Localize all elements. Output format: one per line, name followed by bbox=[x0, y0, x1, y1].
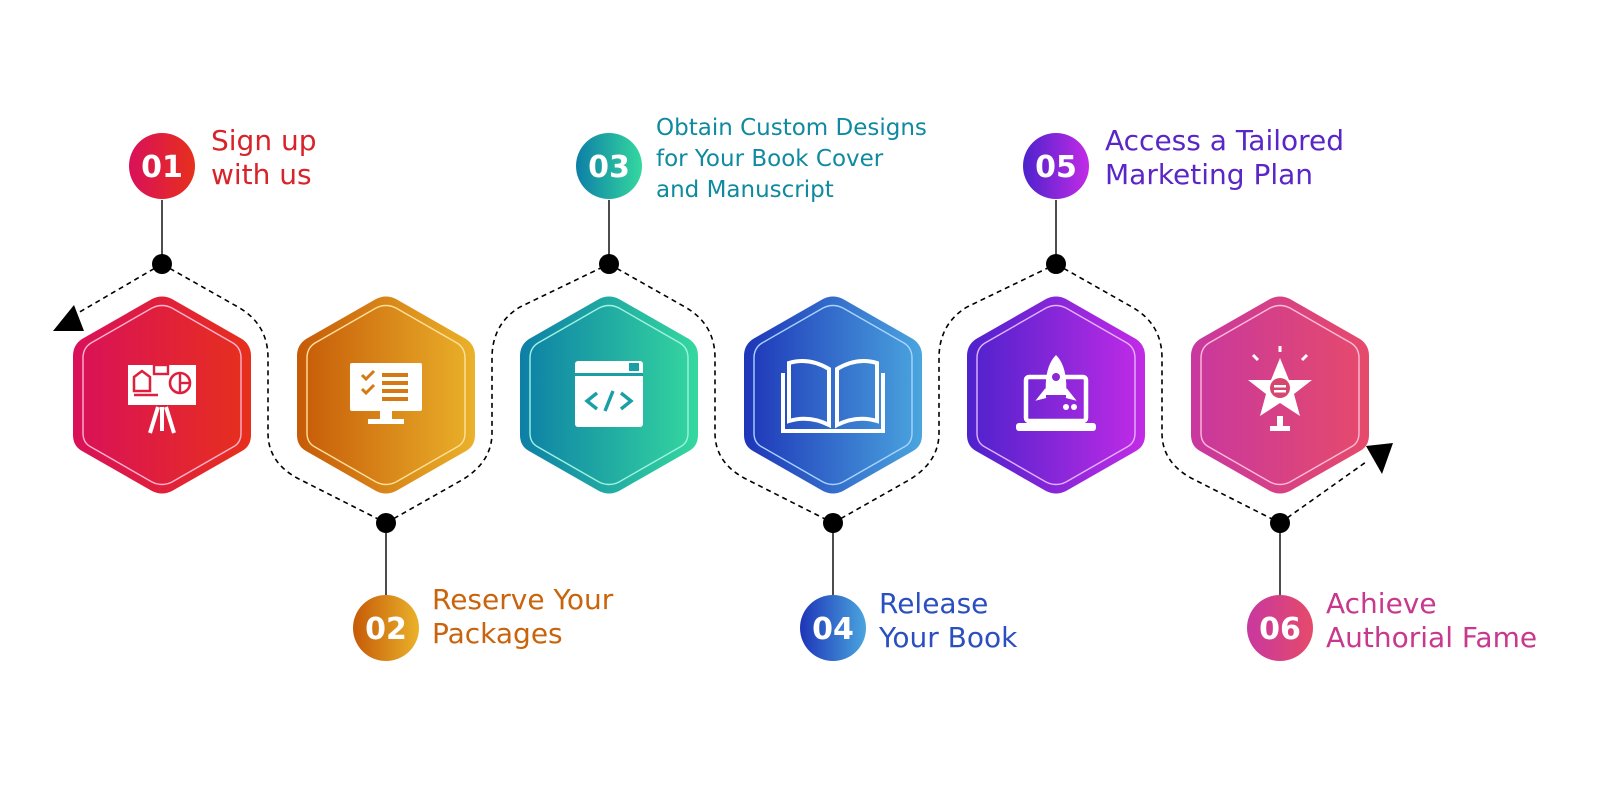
step-number: 01 bbox=[141, 150, 183, 185]
step-02-label: Reserve Your Packages bbox=[432, 583, 613, 650]
junction-dot bbox=[1046, 254, 1066, 274]
step-number: 05 bbox=[1035, 150, 1077, 185]
presentation-board-icon bbox=[128, 363, 196, 434]
dashed-connector-path bbox=[77, 263, 1367, 524]
step-badge-05: 05 bbox=[1023, 133, 1089, 199]
junction-dots bbox=[152, 254, 1290, 533]
step-number: 03 bbox=[588, 150, 630, 185]
label-line: Marketing Plan bbox=[1105, 157, 1314, 191]
step-04-label: Release Your Book bbox=[879, 587, 1017, 654]
junction-dot bbox=[1270, 513, 1290, 533]
code-window-icon bbox=[575, 361, 643, 427]
step-hexagon-04 bbox=[744, 296, 922, 494]
step-badge-03: 03 bbox=[576, 133, 642, 199]
label-line: with us bbox=[211, 157, 312, 191]
monitor-checklist-icon bbox=[350, 363, 422, 424]
step-06-label: Achieve Authorial Fame bbox=[1326, 587, 1537, 654]
end-arrow-icon bbox=[1366, 443, 1393, 474]
label-line: Achieve bbox=[1326, 587, 1437, 620]
laptop-rocket-icon bbox=[1016, 355, 1096, 431]
label-line: Sign up bbox=[211, 124, 317, 157]
step-number: 02 bbox=[365, 612, 407, 647]
label-line: Release bbox=[879, 587, 989, 620]
open-book-icon bbox=[781, 359, 885, 433]
connector-stems bbox=[161, 200, 1281, 595]
step-03-label: Obtain Custom Designs for Your Book Cove… bbox=[656, 113, 927, 205]
junction-dot bbox=[823, 513, 843, 533]
label-line: for Your Book Cover bbox=[656, 145, 884, 172]
junction-dot bbox=[599, 254, 619, 274]
star-award-icon bbox=[1248, 346, 1312, 431]
step-badge-02: 02 bbox=[353, 595, 419, 661]
step-05-label: Access a Tailored Marketing Plan bbox=[1105, 124, 1344, 191]
step-01-label: Sign up with us bbox=[211, 124, 317, 191]
label-line: Authorial Fame bbox=[1326, 620, 1538, 654]
step-badge-06: 06 bbox=[1247, 595, 1313, 661]
label-line: Your Book bbox=[879, 620, 1018, 654]
junction-dot bbox=[152, 254, 172, 274]
label-line: Packages bbox=[432, 616, 563, 650]
label-line: and Manuscript bbox=[656, 176, 834, 203]
step-badge-04: 04 bbox=[800, 595, 866, 661]
junction-dot bbox=[376, 513, 396, 533]
start-arrow-icon bbox=[53, 305, 84, 331]
label-line: Obtain Custom Designs bbox=[656, 115, 927, 141]
label-line: Reserve Your bbox=[432, 583, 614, 616]
label-line: Access a Tailored bbox=[1105, 124, 1345, 157]
step-badge-01: 01 bbox=[129, 133, 195, 199]
step-number: 06 bbox=[1259, 612, 1301, 647]
step-number: 04 bbox=[812, 612, 854, 647]
